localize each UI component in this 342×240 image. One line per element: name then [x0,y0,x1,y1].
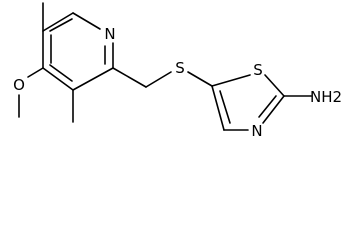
bond-thiazole-c4-c5-double [219,90,231,124]
bond-ring-c5-c6-double [49,18,73,32]
bond-thiazole-c2-n3-double [258,95,277,118]
molecule-structure-diagram: N O S S N NH2 [13,2,342,139]
bond-thiazole-c5-s1 [211,74,251,87]
atom-label-thiazole-n: N [251,122,262,139]
bond-c4-o [27,67,44,78]
bond-thiazole-s1-c2 [264,74,285,97]
atom-label-thiazole-s: S [253,61,263,79]
atom-label-methoxy-o: O [13,76,25,94]
bond-ring-c6-n1 [72,12,101,30]
bond-ring-c3-c4-double [49,64,73,82]
bond-thiazole-c2-n3 [262,95,285,124]
bond-thiazole-c4-c5 [211,85,225,131]
atom-label-amine: NH2 [310,88,342,106]
bond-ring-c5-c6 [42,12,74,32]
atom-label-pyridine-n: N [104,25,115,43]
bond-ring-c2-c3 [72,67,114,91]
bond-c2-ch2 [112,67,147,88]
bond-ch2-s [145,71,172,88]
bond-s-thiazole [187,71,213,87]
atom-label-thioether-s: S [175,59,185,77]
bond-ring-c3-c4 [42,67,74,91]
